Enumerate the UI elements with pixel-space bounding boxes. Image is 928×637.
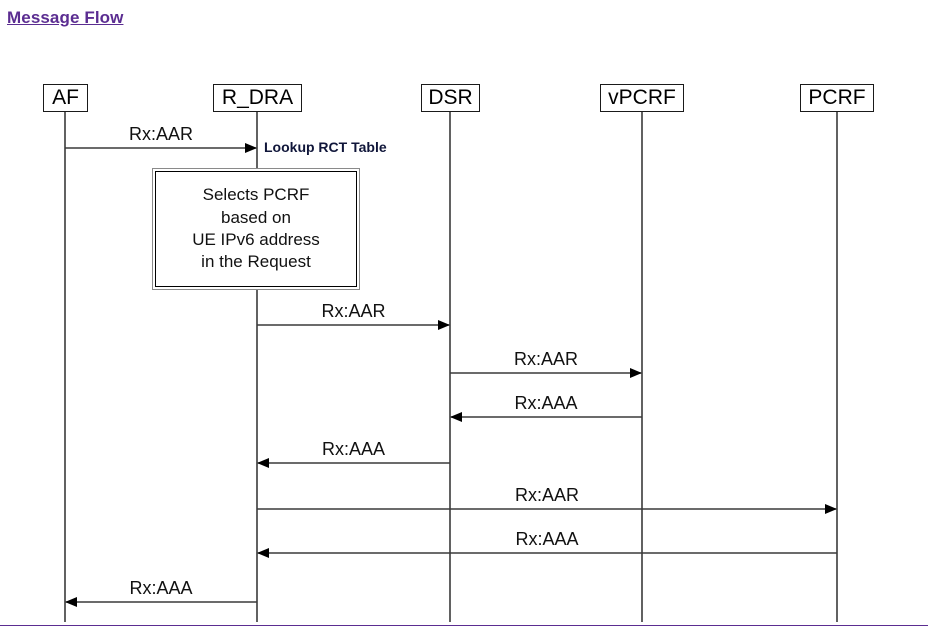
note-line-4: in the Request [201,252,311,272]
lifeline-header-af[interactable]: AF [43,84,88,112]
message-label-8: Rx:AAA [129,578,193,598]
annotation-lookup-note: Lookup RCT Table [264,139,387,155]
lifeline-header-rdra[interactable]: R_DRA [213,84,302,112]
lifeline-label: vPCRF [608,86,676,109]
message-arrows [65,143,837,607]
lifeline-label: R_DRA [221,86,294,109]
note-line-2: based on [221,207,291,227]
lifeline-label: PCRF [808,86,866,109]
note-line-3: UE IPv6 address [192,230,320,249]
message-label-2: Rx:AAR [321,301,386,321]
message-label-6: Rx:AAR [514,485,580,505]
lifeline-label: AF [52,86,79,109]
lifeline-header-pcrf[interactable]: PCRF [800,84,874,112]
message-label-1: Rx:AAR [128,124,194,144]
message-label-5: Rx:AAA [321,439,386,459]
message-label-4: Rx:AAA [514,393,578,413]
lifeline-label: DSR [428,86,473,109]
lifeline-header-vpcrf[interactable]: vPCRF [600,84,684,112]
message-label-3: Rx:AAR [513,349,579,369]
bottom-divider [0,625,928,626]
message-label-7: Rx:AAA [515,529,579,549]
lifeline-lines [64,112,838,622]
lifeline-header-dsr[interactable]: DSR [421,84,480,112]
note-line-1: Selects PCRF [202,185,310,205]
page-title: Message Flow [7,8,124,27]
